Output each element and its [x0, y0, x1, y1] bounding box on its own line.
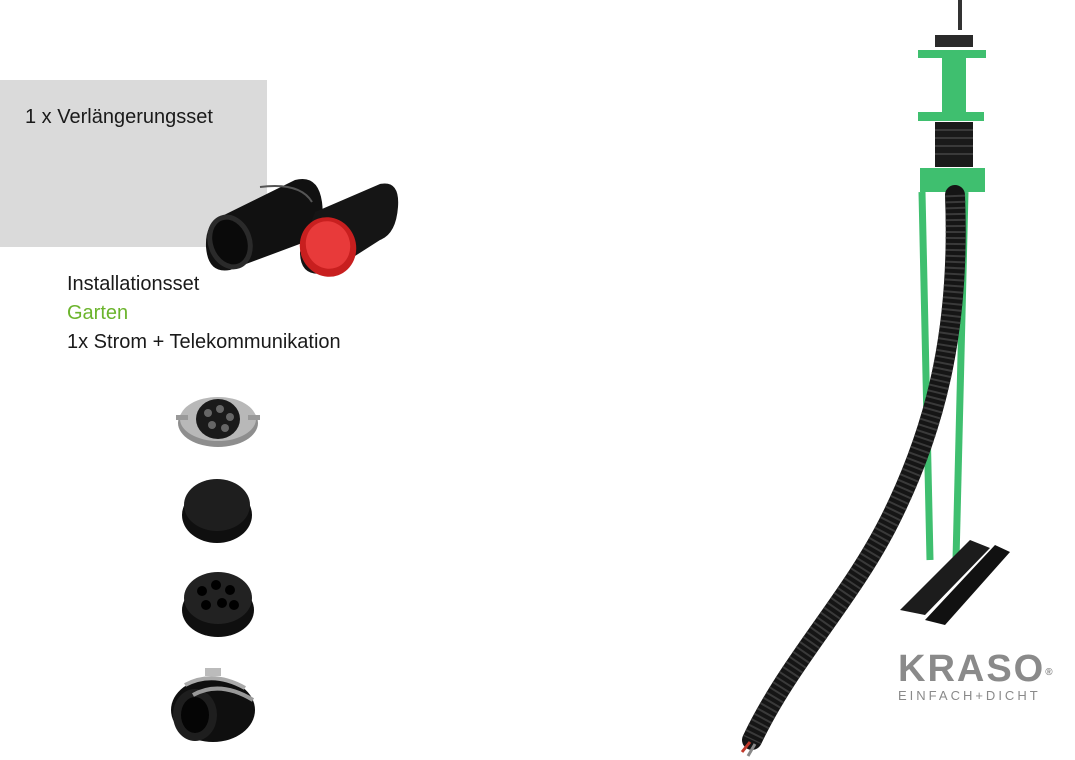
registered-mark: ®	[1045, 667, 1055, 678]
flange-seal-image	[176, 397, 260, 447]
installation-category: Garten	[67, 302, 129, 324]
multi-hole-seal-image	[182, 572, 254, 637]
open-sleeve-shape	[205, 178, 323, 271]
capped-sleeve-shape	[299, 183, 399, 277]
installation-description: 1x Strom + Telekommunikation	[67, 331, 341, 353]
kraso-logo: KRASO® EINFACH+DICHT	[898, 650, 1055, 703]
brand-tagline: EINFACH+DICHT	[898, 688, 1041, 703]
blind-cap-image	[182, 479, 252, 543]
installation-stand-image	[740, 0, 1010, 757]
installation-title: Installationsset	[67, 273, 200, 295]
installation-set-info: Installationsset Garten 1x Strom + Telek…	[67, 270, 341, 357]
extension-set-title: 1 x Verlängerungsset	[25, 106, 213, 128]
brand-name: KRASO	[898, 648, 1046, 690]
coupling-sleeve-image	[171, 668, 255, 742]
extension-sleeves-image	[205, 178, 399, 277]
